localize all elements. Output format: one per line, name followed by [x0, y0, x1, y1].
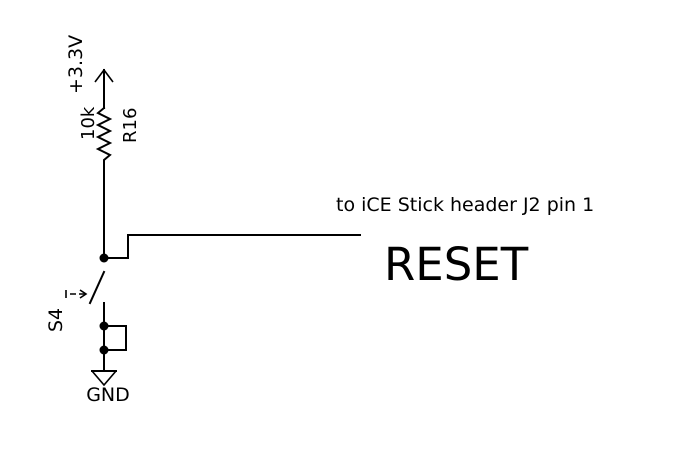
switch-s4-symbol — [65, 270, 106, 327]
ground-icon — [91, 370, 117, 387]
supply-label: +3.3V — [65, 35, 87, 94]
resistor-ref-label: R16 — [120, 108, 141, 143]
switch-ref-label: S4 — [45, 308, 67, 332]
junction-dot-top — [99, 253, 109, 263]
wire-node-to-reset — [103, 234, 361, 259]
switch-terminal-dot-2 — [99, 345, 109, 355]
supply-arrow-icon — [94, 68, 114, 109]
net-name: RESET — [384, 238, 529, 291]
resistor-value-label: 10k — [78, 106, 99, 140]
ground-label: GND — [86, 384, 130, 406]
resistor-r16-symbol — [95, 106, 113, 171]
switch-terminal-loop — [103, 325, 127, 351]
net-note: to iCE Stick header J2 pin 1 — [336, 194, 594, 216]
